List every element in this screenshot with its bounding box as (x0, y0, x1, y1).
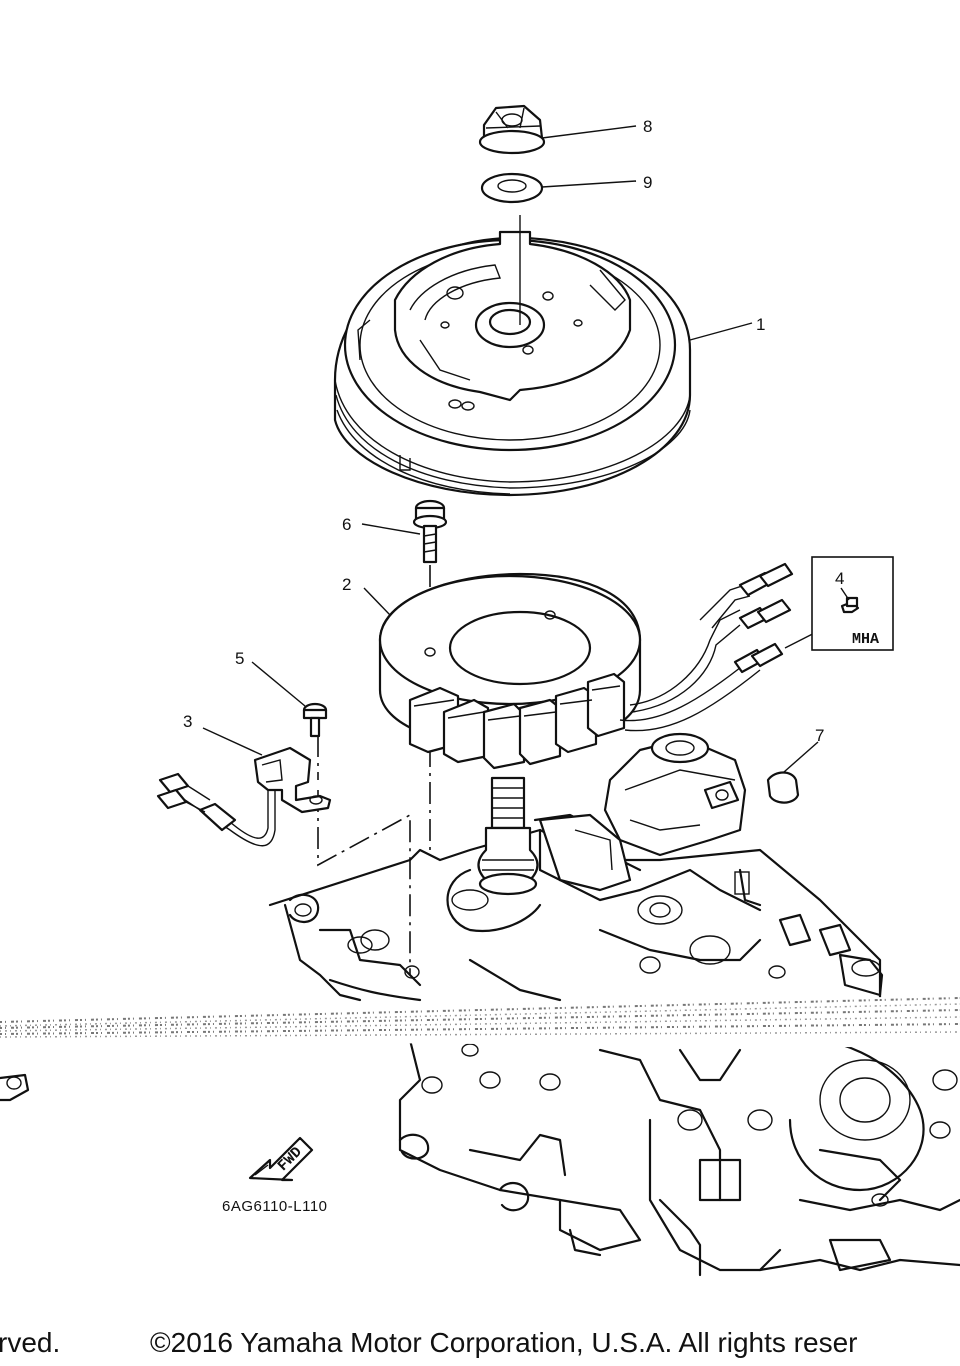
callout-4: 4 (835, 569, 844, 588)
callout-labels: 8 9 1 6 2 4 5 3 7 (183, 117, 844, 745)
flywheel-washer (480, 172, 544, 204)
stator-coils (408, 672, 626, 770)
callout-6: 6 (342, 515, 351, 534)
flywheel-nut (478, 104, 546, 155)
flywheel-magneto (333, 215, 692, 497)
pulser-screw (302, 702, 328, 738)
leader-lines (202, 125, 850, 773)
stator-assembly (378, 562, 841, 770)
callout-8: 8 (643, 117, 652, 136)
footer-left-fragment: rved. (0, 1327, 60, 1358)
scan-artifact-band (0, 995, 960, 1048)
woodruff-key (766, 771, 800, 804)
callout-3: 3 (183, 712, 192, 731)
callout-1: 1 (756, 315, 765, 334)
block-upper-housing (538, 732, 747, 892)
callout-2: 2 (342, 575, 351, 594)
model-box-label: MHA (852, 631, 879, 648)
crankshaft-stub (477, 776, 539, 896)
pulser-coil (156, 746, 332, 847)
fwd-arrow (248, 1136, 314, 1182)
callout-9: 9 (643, 173, 652, 192)
callout-5: 5 (235, 649, 244, 668)
footer-copyright: ©2016 Yamaha Motor Corporation, U.S.A. A… (150, 1327, 857, 1358)
diagram-code: 6AG6110-L110 (222, 1198, 328, 1215)
callout-7: 7 (815, 726, 824, 745)
mha-detail-box (811, 556, 894, 651)
stator-bolt (412, 499, 448, 564)
